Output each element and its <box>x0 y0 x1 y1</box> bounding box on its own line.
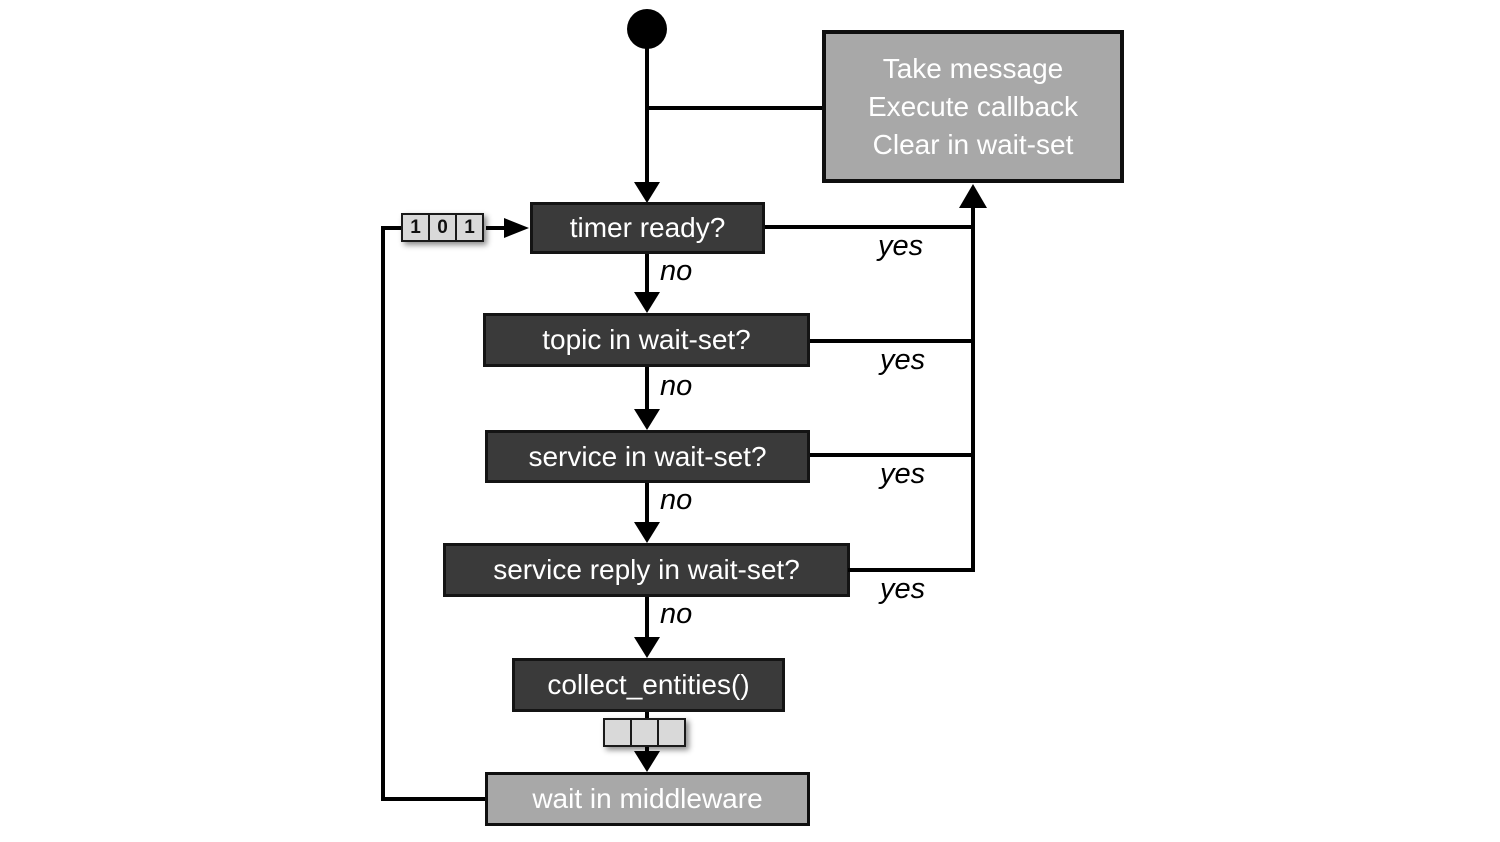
edge-no-service-reply <box>645 597 649 638</box>
edge-label-no-service: no <box>660 484 693 516</box>
edge-no-service <box>645 483 649 523</box>
collected-cells <box>603 718 686 747</box>
edge-label-no-topic: no <box>660 370 693 402</box>
wait-set-cell: 1 <box>455 213 484 242</box>
arrowhead-into-service-reply <box>634 522 660 543</box>
edge-yes-service <box>810 453 975 457</box>
arrowhead-into-timer-left <box>504 218 529 238</box>
wait-set-cells: 1 0 1 <box>401 213 484 242</box>
timer-ready-box: timer ready? <box>530 202 765 254</box>
arrowhead-into-service <box>634 409 660 430</box>
action-line-execute-callback: Execute callback <box>867 90 1079 122</box>
edge-label-yes-service: yes <box>880 458 926 490</box>
collected-cell <box>603 718 632 747</box>
topic-in-wait-set-box: topic in wait-set? <box>483 313 810 367</box>
edge-yes-service-reply <box>848 568 975 572</box>
edge-no-topic <box>645 367 649 410</box>
wait-in-middleware-box: wait in middleware <box>485 772 810 826</box>
edge-loop-left <box>381 226 385 801</box>
edge-label-yes-timer: yes <box>878 230 924 262</box>
collected-cell <box>657 718 686 747</box>
collected-cell <box>630 718 659 747</box>
wait-set-cell: 0 <box>428 213 457 242</box>
edge-loop-top <box>381 226 403 230</box>
arrowhead-into-collect <box>634 637 660 658</box>
edge-start-to-timer <box>645 45 649 185</box>
service-reply-in-wait-set-label: service reply in wait-set? <box>493 554 800 585</box>
edge-label-yes-service-reply: yes <box>880 573 926 605</box>
start-node-icon <box>627 9 667 49</box>
wait-set-cell: 1 <box>401 213 430 242</box>
service-in-wait-set-box: service in wait-set? <box>485 430 810 483</box>
edge-branch-to-action <box>645 106 824 110</box>
edge-label-yes-topic: yes <box>880 344 926 376</box>
arrowhead-into-topic <box>634 292 660 313</box>
edge-label-no-timer: no <box>660 255 693 287</box>
collect-entities-label: collect_entities() <box>547 669 750 700</box>
edge-yes-timer <box>765 225 975 229</box>
edge-no-timer <box>645 254 649 294</box>
arrowhead-into-wait <box>634 751 660 772</box>
service-in-wait-set-label: service in wait-set? <box>528 440 767 472</box>
arrowhead-into-timer <box>634 182 660 203</box>
service-reply-in-wait-set-box: service reply in wait-set? <box>443 543 850 597</box>
collect-entities-box: collect_entities() <box>512 658 785 712</box>
edge-loop-bottom <box>383 797 485 801</box>
edge-label-no-service-reply: no <box>660 598 693 630</box>
topic-in-wait-set-label: topic in wait-set? <box>542 324 751 355</box>
edge-yes-topic <box>810 339 975 343</box>
action-box-text: Take message Execute callback Clear in w… <box>868 50 1078 164</box>
timer-ready-label: timer ready? <box>569 212 726 243</box>
action-line-clear-wait-set: Clear in wait-set <box>872 128 1074 160</box>
action-line-take-message: Take message <box>882 52 1064 84</box>
arrowhead-into-action <box>959 184 987 208</box>
action-box: Take message Execute callback Clear in w… <box>822 30 1124 183</box>
edge-cells-to-timer <box>486 226 504 230</box>
wait-in-middleware-label: wait in middleware <box>532 783 763 814</box>
edge-yes-collector <box>971 206 975 572</box>
